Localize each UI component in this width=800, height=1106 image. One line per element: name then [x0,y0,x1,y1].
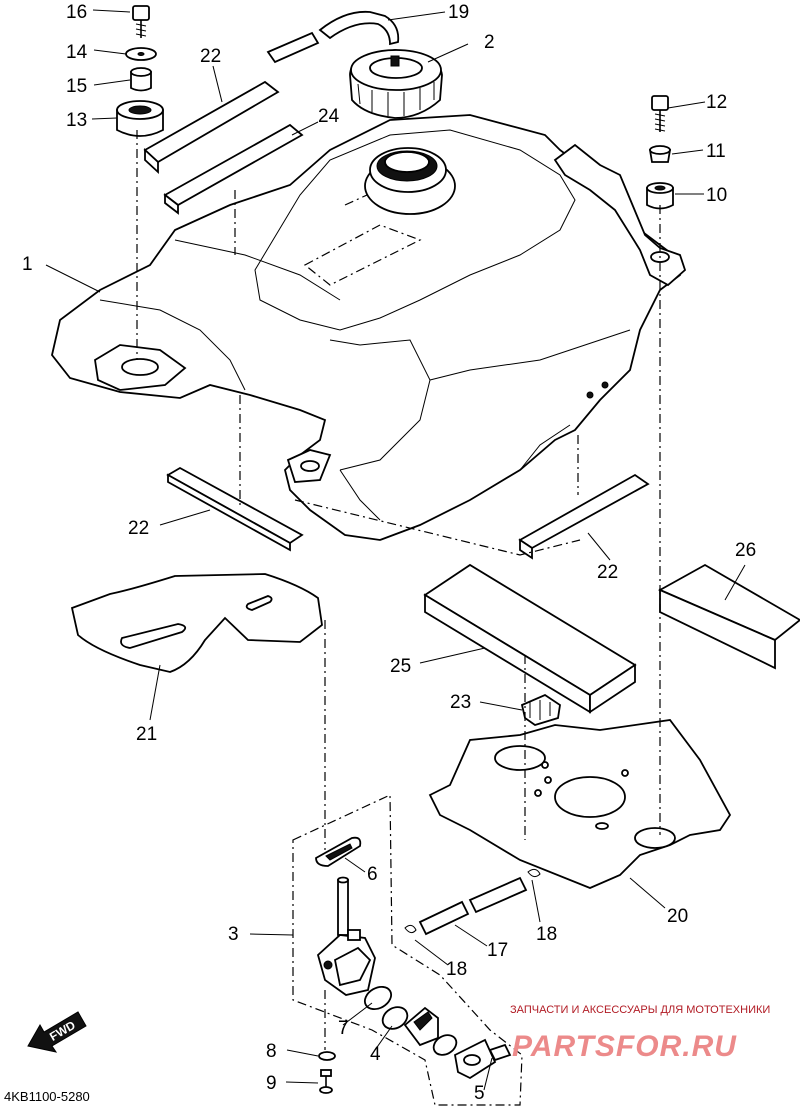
plate-21 [70,573,323,673]
fuel-hose [404,868,541,936]
callout-23: 23 [450,692,471,713]
callout-11: 11 [706,141,726,162]
callout-18-left: 18 [446,959,467,980]
callout-26: 26 [735,540,756,561]
pad-26 [657,563,800,670]
right-bolt-stack [646,95,674,210]
callout-21: 21 [136,724,157,745]
fuel-cock-assembly [292,794,523,1106]
callout-19: 19 [448,2,469,23]
fwd-arrow: FWD [27,1011,87,1053]
callout-12: 12 [706,92,727,113]
leader-lines [45,9,746,1091]
callout-numbers: 16 14 15 13 1 22 24 2 19 12 11 10 22 22 … [22,2,756,1104]
diagram-code: 4KB1100-5280 [4,1089,90,1104]
left-bolt-stack [116,5,164,137]
alignment-lines [136,130,661,1050]
callout-9: 9 [266,1073,277,1094]
callout-25: 25 [390,656,411,677]
callout-24: 24 [318,106,340,127]
callout-16: 16 [66,2,87,23]
callout-3: 3 [228,924,239,945]
breather-hose [266,10,400,64]
watermark-brand: PARTSFOR.RU [512,1030,737,1063]
pad-25 [423,563,637,714]
fuel-cap [349,49,443,119]
callout-22-right: 22 [597,562,618,583]
callout-22-top: 22 [200,46,221,67]
fuel-tank [51,114,687,541]
clip-23 [520,693,561,726]
callout-18-right: 18 [536,924,557,945]
callout-1: 1 [22,254,33,275]
callout-10: 10 [706,185,727,206]
callout-5: 5 [474,1083,485,1104]
callout-13: 13 [66,110,87,131]
callout-17: 17 [487,940,508,961]
callout-2: 2 [484,32,495,53]
callout-22-left: 22 [128,518,149,539]
callout-14: 14 [66,42,88,63]
callout-6: 6 [367,864,378,885]
callout-4: 4 [370,1044,381,1065]
damper-strips [143,80,650,560]
plate-20 [428,719,732,889]
watermark-tagline: ЗАПЧАСТИ И АКСЕССУАРЫ ДЛЯ МОТОТЕХНИКИ [510,1004,770,1016]
callout-15: 15 [66,76,87,97]
watermark: ЗАПЧАСТИ И АКСЕССУАРЫ ДЛЯ МОТОТЕХНИКИ PA… [510,1004,770,1063]
callout-7: 7 [338,1018,349,1039]
callout-20: 20 [667,906,688,927]
callout-8: 8 [266,1041,277,1062]
